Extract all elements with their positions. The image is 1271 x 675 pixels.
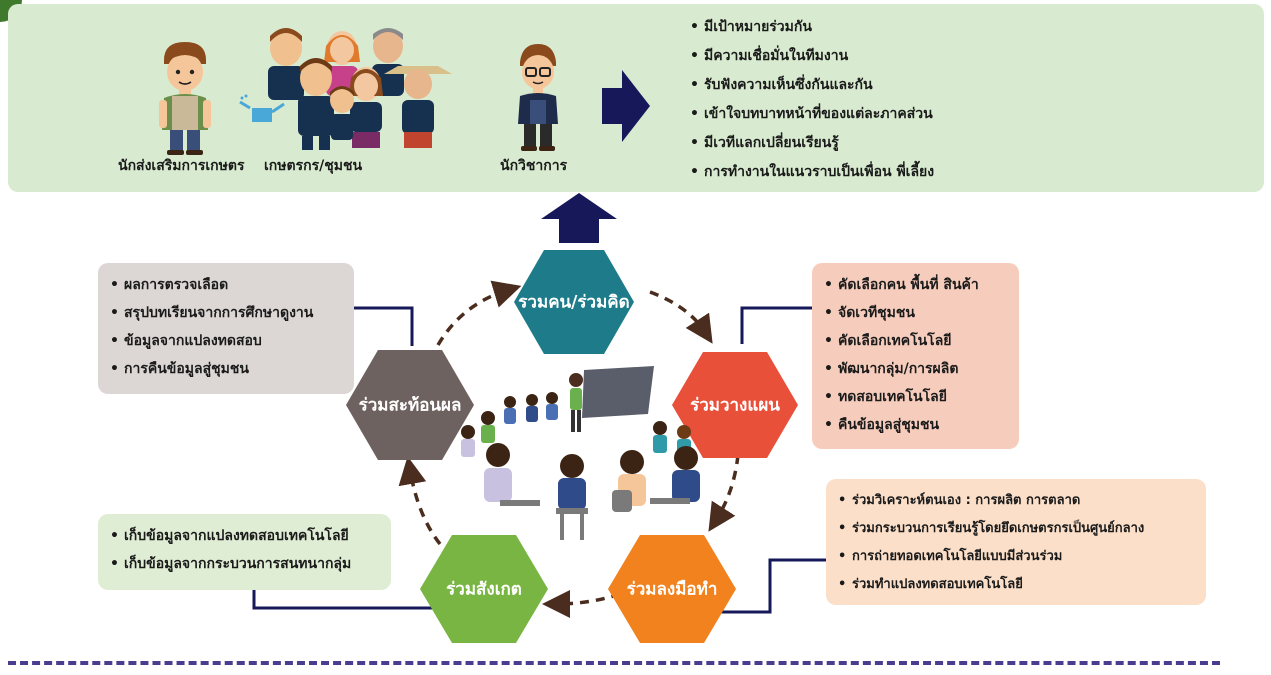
plan-item: ทดสอบเทคโนโลยี xyxy=(824,383,1007,411)
plan-item: คืนข้อมูลสู่ชุมชน xyxy=(824,411,1007,439)
plan-item: คัดเลือกคน พื้นที่ สินค้า xyxy=(824,271,1007,299)
do-box: ร่วมวิเคราะห์ตนเอง : การผลิต การตลาด ร่ว… xyxy=(826,479,1206,605)
observe-item: เก็บข้อมูลจากกระบวนการสนทนากลุ่ม xyxy=(110,550,379,578)
up-arrow-icon xyxy=(541,193,617,243)
reflect-item: ผลการตรวจเลือด xyxy=(110,271,342,299)
extension-officer-icon xyxy=(159,42,211,155)
hexagon-observe xyxy=(420,535,548,643)
observe-list: เก็บข้อมูลจากแปลงทดสอบเทคโนโลยี เก็บข้อม… xyxy=(110,522,379,578)
reflect-box: ผลการตรวจเลือด สรุปบทเรียนจากการศึกษาดูง… xyxy=(98,263,354,394)
do-item: ร่วมทำแปลงทดสอบเทคโนโลยี xyxy=(838,571,1194,599)
observe-item: เก็บข้อมูลจากแปลงทดสอบเทคโนโลยี xyxy=(110,522,379,550)
group-meeting-icon xyxy=(461,366,700,540)
reflect-item: การคืนข้อมูลสู่ชุมชน xyxy=(110,355,342,383)
hexagon-do-label: ร่วมลงมือทำ xyxy=(626,579,718,600)
reflect-item: สรุปบทเรียนจากการศึกษาดูงาน xyxy=(110,299,342,327)
goal-item: การทำงานในแนวราบเป็นเพื่อน พี่เลี้ยง xyxy=(690,158,934,187)
plan-item: พัฒนากลุ่ม/การผลิต xyxy=(824,355,1007,383)
hexagon-do xyxy=(608,535,736,643)
academic-icon xyxy=(518,44,558,151)
farmers-community-icon xyxy=(239,28,452,150)
hexagon-think xyxy=(514,250,634,354)
do-item: ร่วมกระบวนการเรียนรู้โดยยึดเกษตรกรเป็นศู… xyxy=(838,515,1194,543)
hexagon-plan-label: ร่วมวางแผน xyxy=(690,395,780,416)
goal-item: มีความเชื่อมั่นในทีมงาน xyxy=(690,42,934,71)
plan-box: คัดเลือกคน พื้นที่ สินค้า จัดเวทีชุมชน ค… xyxy=(812,263,1019,449)
do-list: ร่วมวิเคราะห์ตนเอง : การผลิต การตลาด ร่ว… xyxy=(838,487,1194,599)
right-arrow-icon xyxy=(602,70,650,142)
goal-item: รับฟังความเห็นซึ่งกันและกัน xyxy=(690,71,934,100)
plan-item: จัดเวทีชุมชน xyxy=(824,299,1007,327)
goals-list: มีเป้าหมายร่วมกัน มีความเชื่อมั่นในทีมงา… xyxy=(690,13,934,187)
plan-list: คัดเลือกคน พื้นที่ สินค้า จัดเวทีชุมชน ค… xyxy=(824,271,1007,439)
reflect-item: ข้อมูลจากแปลงทดสอบ xyxy=(110,327,342,355)
hexagon-think-label: รวมคน/ร่วมคิด xyxy=(518,292,630,313)
hexagon-reflect-label: ร่วมสะท้อนผล xyxy=(358,395,462,416)
dashed-divider xyxy=(8,661,1220,665)
observe-box: เก็บข้อมูลจากแปลงทดสอบเทคโนโลยี เก็บข้อม… xyxy=(98,514,391,590)
hexagon-plan xyxy=(672,352,798,458)
goal-item: มีเป้าหมายร่วมกัน xyxy=(690,13,934,42)
farmers-community-label: เกษตรกร/ชุมชน xyxy=(264,158,363,174)
hexagon-reflect xyxy=(346,350,474,460)
do-item: การถ่ายทอดเทคโนโลยีแบบมีส่วนร่วม xyxy=(838,543,1194,571)
extension-officer-label: นักส่งเสริมการเกษตร xyxy=(118,158,245,174)
goal-item: มีเวทีแลกเปลี่ยนเรียนรู้ xyxy=(690,129,934,158)
goal-item: เข้าใจบทบาทหน้าที่ของแต่ละภาคส่วน xyxy=(690,100,934,129)
hexagon-observe-label: ร่วมสังเกต xyxy=(446,579,522,600)
plan-item: คัดเลือกเทคโนโลยี xyxy=(824,327,1007,355)
academic-label: นักวิชาการ xyxy=(500,158,568,174)
do-item: ร่วมวิเคราะห์ตนเอง : การผลิต การตลาด xyxy=(838,487,1194,515)
reflect-list: ผลการตรวจเลือด สรุปบทเรียนจากการศึกษาดูง… xyxy=(110,271,342,383)
